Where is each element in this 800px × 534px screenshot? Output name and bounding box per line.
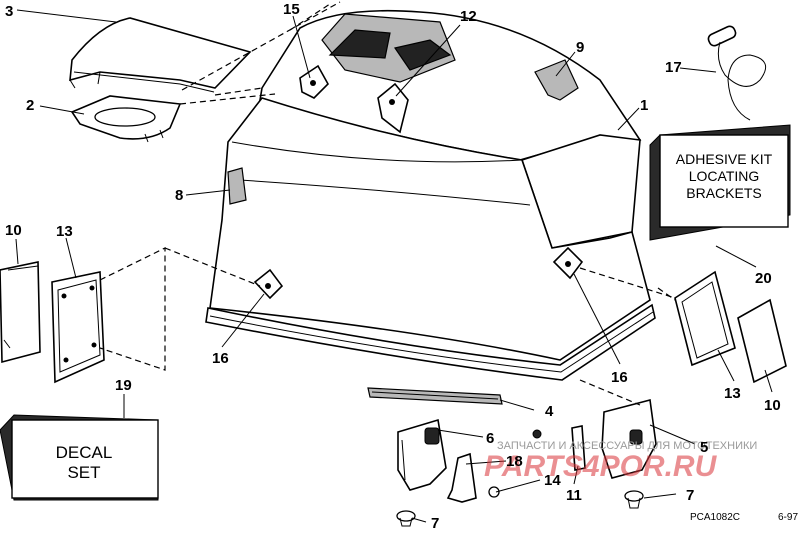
callout-6: 6 (486, 430, 494, 447)
part-10-left-panel (0, 261, 41, 364)
callout-12: 12 (460, 8, 477, 25)
diagram-date: 6-97 (778, 512, 798, 523)
adhesive-kit-line-2: LOCATING (689, 168, 760, 184)
leader-lines (15, 9, 773, 523)
callout-16-right: 16 (611, 369, 628, 386)
callout-18: 17 (665, 59, 682, 76)
callout-labels: 3 2 15 12 9 1 8 17 20 10 13 16 16 13 10 … (5, 1, 781, 532)
part-10-right-panel (737, 298, 787, 384)
callout-10-left: 10 (5, 222, 22, 239)
callout-8: 8 (175, 187, 183, 204)
diagram-code: PCA1082C (690, 512, 740, 523)
part-7-fastener-right (624, 490, 644, 509)
decal-set-box: DECAL SET (0, 414, 159, 501)
part-8-clip (227, 167, 247, 205)
part-13-right-gasket (674, 270, 736, 367)
callout-10-right: 10 (764, 397, 781, 414)
callout-7-bottom: 7 (431, 515, 439, 529)
part-5-bracket (601, 398, 657, 479)
callout-15: 15 (283, 1, 300, 18)
small-screw (532, 429, 542, 439)
watermark-subtitle: ЗАПЧАСТИ И АКСЕССУАРЫ ДЛЯ МОТОТЕХНИКИ (497, 440, 757, 452)
watermark-brand: PARTS4POR.RU (484, 450, 718, 483)
callout-13-left: 13 (56, 223, 73, 240)
part-11-clip (571, 425, 586, 471)
callout-4: 4 (545, 403, 554, 420)
part-9-clip (534, 59, 579, 101)
callout-9: 9 (576, 39, 584, 56)
callout-16-left: 16 (212, 350, 229, 367)
callout-2: 2 (26, 97, 34, 114)
part-12-bracket (377, 82, 409, 134)
callout-5: 5 (700, 439, 708, 456)
callout-20: 20 (755, 270, 772, 287)
watermark: ЗАПЧАСТИ И АКСЕССУАРЫ ДЛЯ МОТОТЕХНИКИ PA… (484, 440, 757, 483)
part-18-lanyard (707, 25, 767, 121)
callout-7-right: 7 (686, 487, 694, 504)
decal-set-line-2: SET (67, 463, 100, 482)
callout-19: 19 (115, 377, 132, 394)
callout-11: 11 (566, 487, 582, 504)
adhesive-kit-box: ADHESIVE KIT LOCATING BRACKETS (649, 124, 791, 241)
part-14-screw (488, 486, 500, 498)
decal-set-line-1: DECAL (56, 443, 113, 462)
part-14-clip (446, 452, 477, 503)
callout-17: 18 (506, 453, 523, 470)
callout-1: 1 (640, 97, 648, 114)
callout-3: 3 (5, 3, 13, 20)
adhesive-kit-line-3: BRACKETS (686, 185, 761, 201)
adhesive-kit-line-1: ADHESIVE KIT (676, 151, 773, 167)
engine-cover (205, 9, 656, 381)
part-6-bracket (397, 418, 447, 491)
part-3-top-cover (69, 17, 252, 89)
callout-14: 14 (544, 472, 561, 489)
part-13-left-gasket (51, 271, 105, 384)
callout-13-right: 13 (724, 385, 741, 402)
part-7-fastener-bottom (396, 510, 416, 527)
